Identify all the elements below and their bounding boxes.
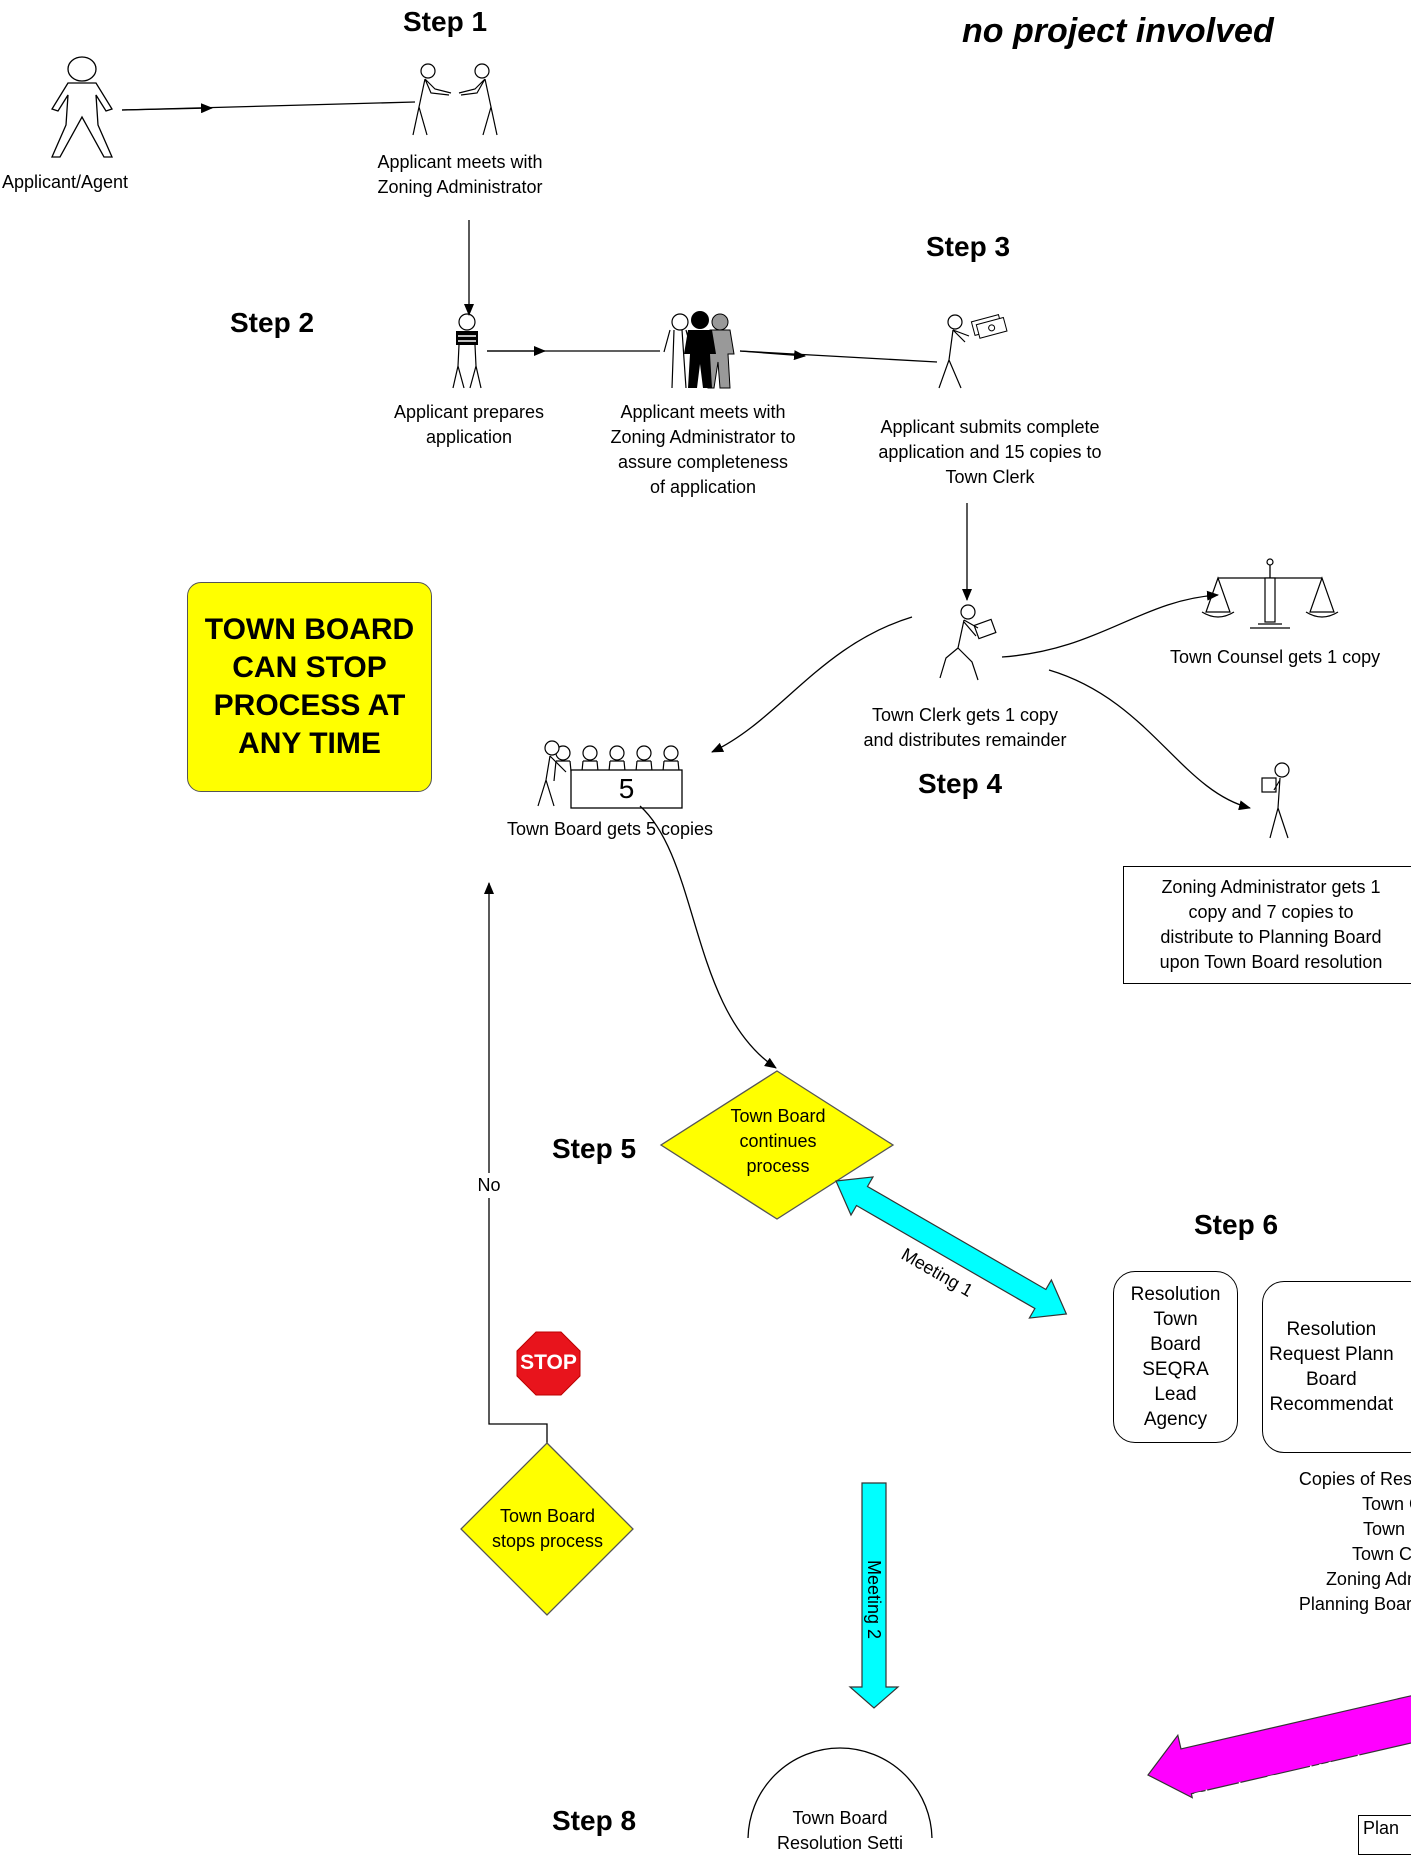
town-clerk-icon	[939, 604, 997, 681]
applicant-submits-label: Applicant submits complete application a…	[878, 417, 1102, 487]
town-board-resolution-circle	[747, 1747, 933, 1838]
town-counsel-label: Town Counsel gets 1 copy	[1170, 647, 1381, 667]
step-6-label: Step 6	[1194, 1209, 1279, 1240]
zoning-administrator-icon	[1261, 762, 1290, 839]
step-2-label: Step 2	[230, 307, 315, 338]
planning-board-box: Plan	[1358, 1815, 1411, 1855]
town-board-continues-diamond	[659, 1070, 895, 1220]
board-copy-count: 5	[618, 773, 635, 804]
applicant-agent-icon	[51, 56, 113, 158]
town-clerk-label: Town Clerk gets 1 copy and distributes r…	[863, 705, 1067, 750]
town-board-stop-warning: TOWN BOARD CAN STOP PROCESS AT ANY TIME	[187, 582, 432, 792]
meets-completeness-label: Applicant meets with Zoning Administrato…	[610, 402, 796, 497]
town-board-resolution-label: Town Board Resolution Setti	[776, 1808, 904, 1853]
applicant-submitting-icon	[938, 314, 1008, 389]
handshake-icon	[412, 63, 498, 136]
planning-board-meeting-arrow	[1147, 1691, 1411, 1799]
step-8-label: Step 8	[552, 1805, 637, 1836]
applicant-preparing-icon	[452, 313, 482, 389]
step-4-label: Step 4	[918, 768, 1003, 799]
town-board-icon	[537, 740, 683, 809]
meets-zoning-admin-label: Applicant meets with Zoning Administrato…	[377, 152, 543, 197]
meeting-1-arrow	[835, 1176, 1068, 1319]
stop-sign-icon	[516, 1331, 581, 1396]
applicant-prepares-label: Applicant prepares application	[393, 402, 545, 447]
step-3-label: Step 3	[926, 231, 1011, 262]
town-board-stops-diamond	[460, 1442, 634, 1616]
stop-sign-text: STOP	[520, 1351, 577, 1374]
group-meeting-icon	[663, 311, 735, 389]
meeting-2-arrow	[848, 1482, 900, 1709]
step-1-label: Step 1	[403, 6, 488, 37]
step-5-label: Step 5	[552, 1133, 637, 1164]
town-board-stops-label: Town Board stops process	[491, 1506, 604, 1551]
scales-of-justice-icon	[1201, 558, 1339, 629]
connector-lines	[121, 101, 1251, 1443]
town-board-copies-label: Town Board gets 5 copies	[506, 819, 714, 839]
town-board-continues-label: Town Board continues process	[730, 1106, 826, 1176]
no-label: No	[468, 1173, 510, 1198]
meeting-2-label: Meeting 2	[864, 1560, 884, 1640]
resolution-lead-agency-box: Resolution Town Board SEQRA Lead Agency	[1113, 1271, 1238, 1443]
copies-of-resolution-label: Copies of Reso Town C Town B Town Co Zon…	[1298, 1469, 1411, 1614]
page-title: no project involved	[962, 12, 1274, 50]
zoning-admin-copies-box: Zoning Administrator gets 1 copy and 7 c…	[1123, 866, 1411, 984]
resolution-request-box: Resolution Request Plann Board Recommend…	[1262, 1281, 1411, 1453]
applicant-agent-label: Applicant/Agent	[1, 172, 129, 192]
